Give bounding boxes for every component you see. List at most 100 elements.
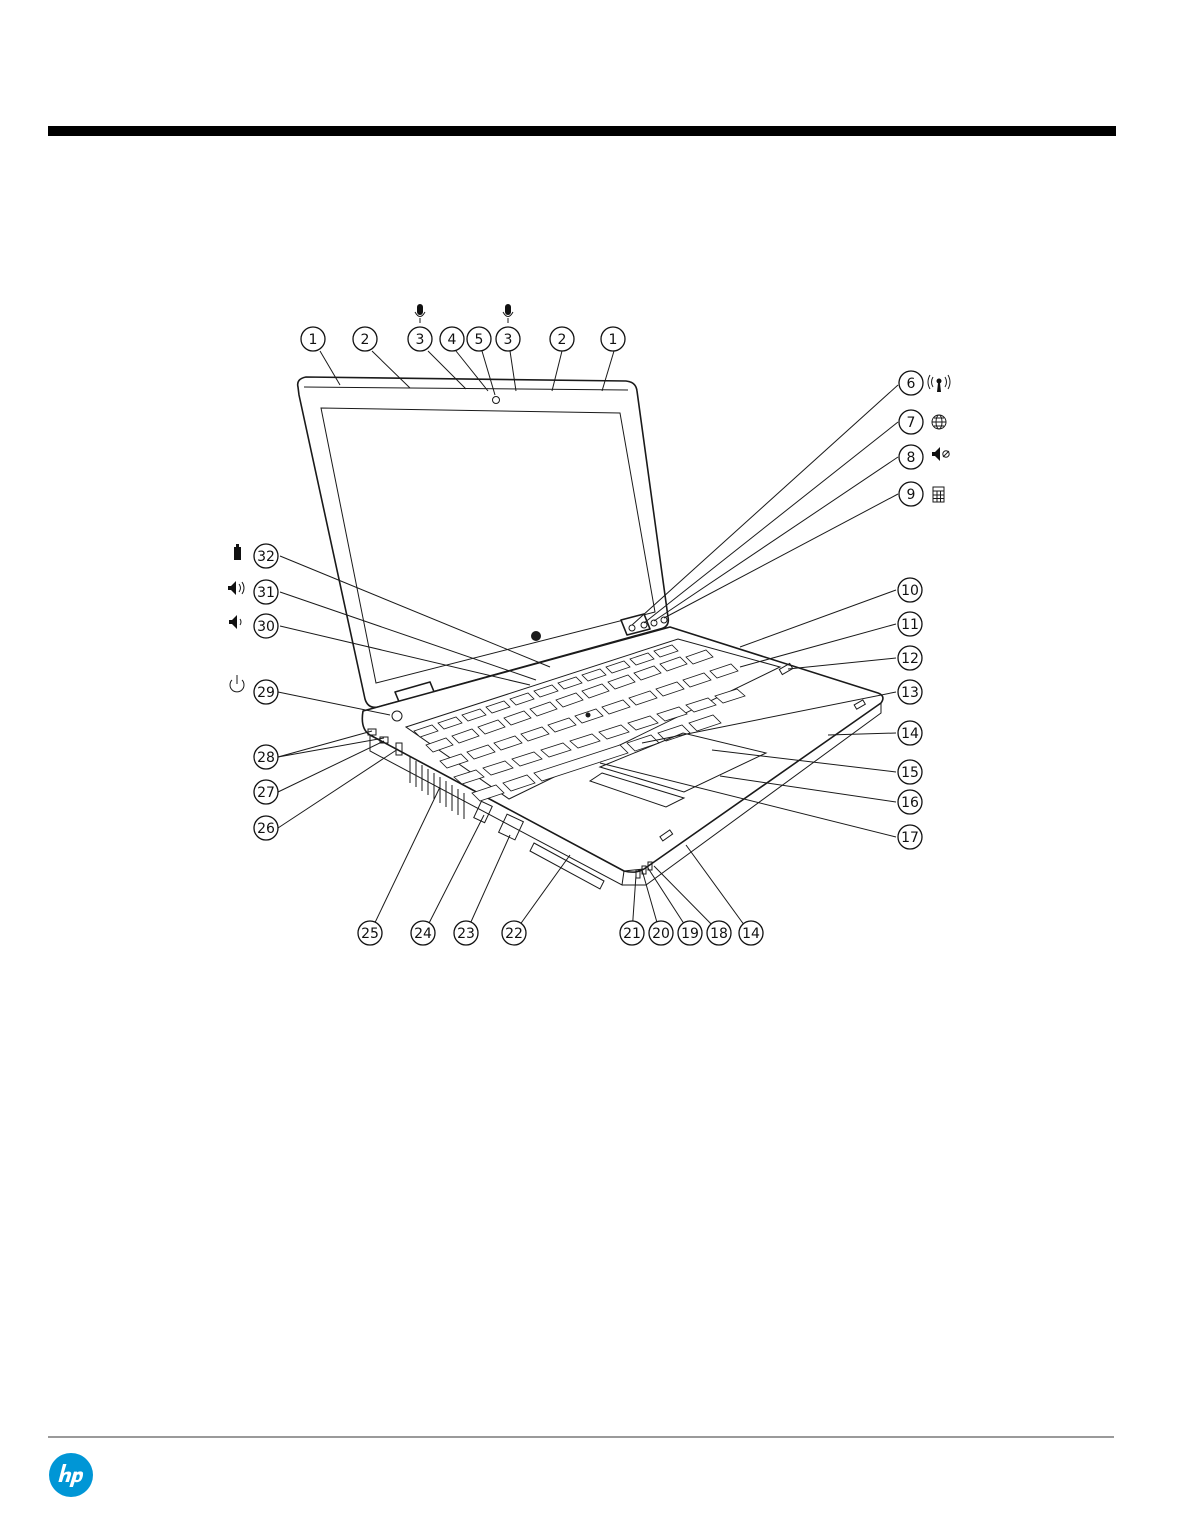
callout-number: 27: [253, 779, 279, 805]
power-icon: [229, 675, 245, 693]
display-screen: [320, 407, 656, 684]
volume-down-icon: [229, 615, 242, 629]
callout-label: 13: [901, 685, 919, 701]
touchpad: [598, 732, 768, 793]
callout-number: 8: [898, 444, 924, 470]
callout-label: 22: [505, 926, 523, 942]
laptop-illustration: [228, 304, 951, 934]
callout-number: 29: [253, 679, 279, 705]
mute-icon: [932, 447, 950, 461]
callout-label: 8: [907, 450, 916, 466]
globe-icon: [931, 414, 947, 430]
callout-number: 17: [897, 824, 923, 850]
callout-label: 21: [623, 926, 641, 942]
callout-number: 3: [407, 326, 433, 352]
callout-label: 19: [681, 926, 699, 942]
callout-label: 9: [907, 487, 916, 503]
callout-number: 23: [453, 920, 479, 946]
callout-number: 6: [898, 370, 924, 396]
callout-label: 17: [901, 830, 919, 846]
callout-number: 5: [466, 326, 492, 352]
callout-label: 3: [416, 332, 425, 348]
callout-number: 24: [410, 920, 436, 946]
callout-label: 3: [504, 332, 513, 348]
callout-label: 31: [257, 585, 275, 601]
microphone-icon: [502, 304, 514, 323]
callout-label: 2: [558, 332, 567, 348]
callout-number: 25: [357, 920, 383, 946]
keyboard-keys: [413, 644, 746, 802]
callout-label: 1: [609, 332, 618, 348]
callout-label: 30: [257, 619, 275, 635]
microphone-icon: [414, 304, 426, 323]
callout-number: 26: [253, 815, 279, 841]
callout-number: 30: [253, 613, 279, 639]
callout-label: 6: [907, 376, 916, 392]
battery-icon: [234, 544, 241, 560]
callout-number: 2: [549, 326, 575, 352]
callout-label: 32: [257, 549, 275, 565]
callout-label: 28: [257, 750, 275, 766]
callout-number: 1: [300, 326, 326, 352]
webcam: [492, 396, 500, 404]
side-ports: [367, 728, 653, 890]
callout-number: 13: [897, 679, 923, 705]
wireless-icon: [927, 374, 951, 392]
callout-number: 18: [706, 920, 732, 946]
callout-number: 7: [898, 409, 924, 435]
callout-number: 11: [897, 611, 923, 637]
callout-label: 18: [710, 926, 728, 942]
callout-number: 14: [897, 720, 923, 746]
callout-number: 10: [897, 577, 923, 603]
callout-number: 28: [253, 744, 279, 770]
right-hinge: [620, 613, 651, 636]
callout-number: 12: [897, 645, 923, 671]
callout-label: 12: [901, 651, 919, 667]
callout-number: 20: [648, 920, 674, 946]
touchpad-buttons: [588, 772, 686, 808]
callout-label: 14: [742, 926, 760, 942]
callout-number: 16: [897, 789, 923, 815]
callout-label: 27: [257, 785, 275, 801]
callout-label: 15: [901, 765, 919, 781]
callout-label: 14: [901, 726, 919, 742]
header-bar: [48, 126, 1116, 136]
power-button: [391, 710, 403, 722]
callout-number: 22: [501, 920, 527, 946]
callout-number: 4: [439, 326, 465, 352]
callout-label: 24: [414, 926, 432, 942]
callout-number: 1: [600, 326, 626, 352]
footer-rule: [48, 1436, 1114, 1438]
callout-label: 23: [457, 926, 475, 942]
callout-number: 32: [253, 543, 279, 569]
callout-label: 11: [901, 617, 919, 633]
callout-number: 15: [897, 759, 923, 785]
callout-label: 10: [901, 583, 919, 599]
callout-label: 1: [309, 332, 318, 348]
callout-number: 14: [738, 920, 764, 946]
callout-label: 29: [257, 685, 275, 701]
callout-number: 2: [352, 326, 378, 352]
callout-label: 7: [907, 415, 916, 431]
fingerprint-reader: [778, 662, 794, 676]
callout-label: 26: [257, 821, 275, 837]
callout-label: 5: [475, 332, 484, 348]
pointing-stick: [585, 712, 591, 718]
hp-logo: [49, 1453, 93, 1497]
callout-label: 25: [361, 926, 379, 942]
calculator-icon: [932, 486, 945, 503]
display-lid: [296, 376, 670, 709]
callout-number: 19: [677, 920, 703, 946]
callout-number: 31: [253, 579, 279, 605]
callout-label: 20: [652, 926, 670, 942]
callout-number: 9: [898, 481, 924, 507]
callout-label: 16: [901, 795, 919, 811]
callout-number: 3: [495, 326, 521, 352]
callout-label: 4: [448, 332, 457, 348]
volume-up-icon: [228, 581, 245, 595]
leader-lines: [277, 350, 899, 934]
callout-label: 2: [361, 332, 370, 348]
callout-number: 21: [619, 920, 645, 946]
